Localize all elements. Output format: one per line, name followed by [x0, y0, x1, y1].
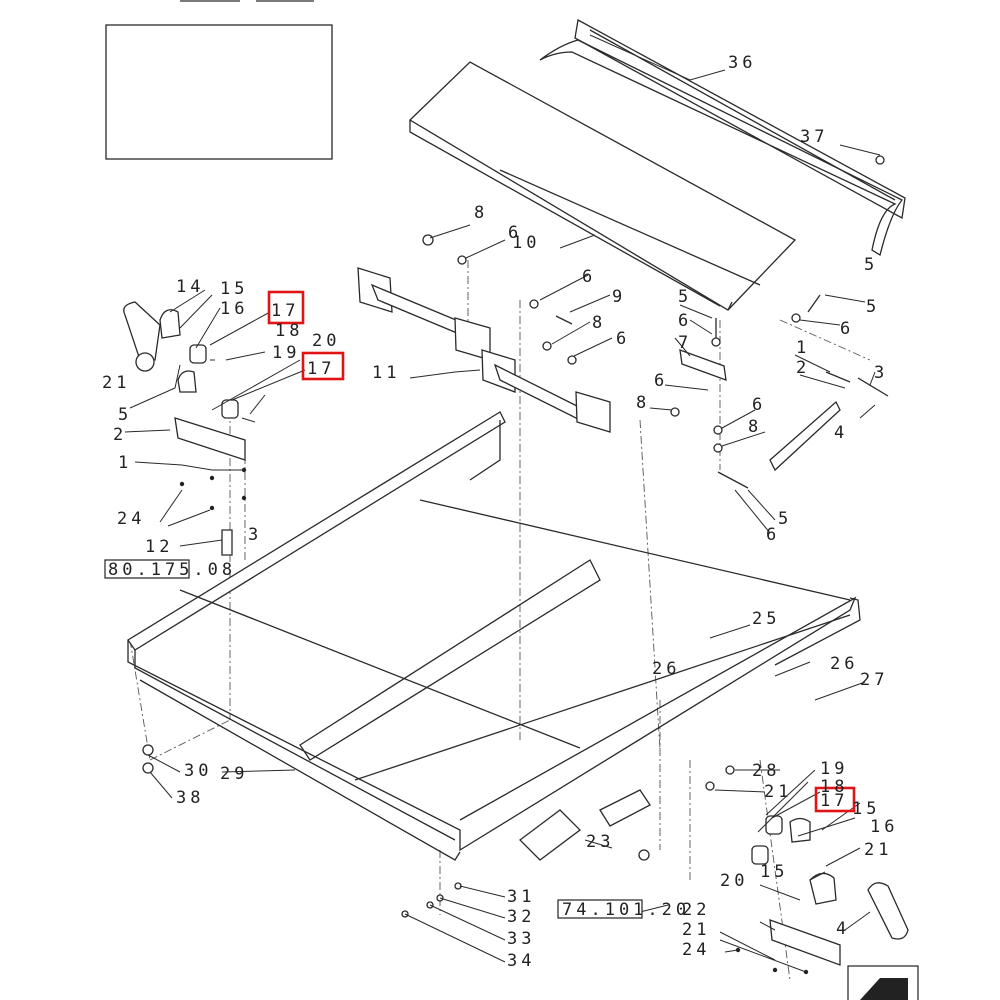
callout-7: 7 [678, 333, 692, 353]
callout-30: 30 [184, 761, 212, 781]
ref-box-left[interactable]: 80.175.08 [104, 559, 236, 580]
callout-23: 23 [586, 832, 614, 852]
callout-5: 5 [864, 255, 878, 275]
highlight-17-upper [267, 290, 305, 325]
navigation-arrow-icon[interactable] [847, 965, 919, 1000]
callout-21: 21 [682, 920, 710, 940]
callout-6: 6 [616, 329, 630, 349]
callout-34: 34 [507, 951, 535, 971]
callout-33: 33 [507, 929, 535, 949]
callout-32: 32 [507, 907, 535, 927]
callout-14: 14 [176, 277, 204, 297]
ref-bottom-text: 74.101.20 [562, 900, 690, 920]
leader-lines [124, 34, 881, 973]
callout-20: 20 [312, 331, 340, 351]
callout-37: 37 [800, 127, 828, 147]
callout-27: 27 [860, 670, 888, 690]
callout-2: 2 [796, 358, 810, 378]
callout-17: 17 [820, 791, 848, 811]
support-beams-part-11 [357, 267, 611, 433]
callout-21: 21 [764, 782, 792, 802]
callout-1: 1 [118, 453, 132, 473]
callout-16: 16 [870, 817, 898, 837]
right-hardware [422, 155, 889, 489]
top-shield-part-10 [408, 61, 797, 311]
callout-21: 21 [102, 373, 130, 393]
callout-16: 16 [220, 299, 248, 319]
callout-24: 24 [682, 940, 710, 960]
callout-15: 15 [852, 799, 880, 819]
callout-5: 5 [118, 405, 132, 425]
callout-36: 36 [728, 53, 756, 73]
ref-box-bottom[interactable]: 74.101.20 [557, 899, 690, 920]
callout-6: 6 [678, 311, 692, 331]
ref-left-text: 80.175.08 [108, 560, 236, 580]
callout-3: 3 [874, 363, 888, 383]
callout-8: 8 [474, 203, 488, 223]
callout-25: 25 [752, 609, 780, 629]
callout-10: 10 [512, 233, 540, 253]
callout-19: 19 [820, 759, 848, 779]
callout-28: 28 [752, 761, 780, 781]
callout-2: 2 [113, 425, 127, 445]
title-box [105, 24, 333, 160]
callout-22: 22 [682, 900, 710, 920]
callout-8: 8 [636, 393, 650, 413]
highlight-17-middle [301, 351, 345, 381]
callout-4: 4 [836, 919, 850, 939]
callout-8: 8 [592, 313, 606, 333]
callout-5: 5 [866, 297, 880, 317]
callout-17: 17 [271, 301, 299, 321]
callout-9: 9 [612, 287, 626, 307]
callout-18: 18 [275, 321, 303, 341]
callout-6: 6 [840, 319, 854, 339]
callout-21: 21 [864, 840, 892, 860]
callout-24: 24 [117, 509, 145, 529]
callout-18: 18 [820, 777, 848, 797]
callout-5: 5 [778, 509, 792, 529]
callout-6: 6 [654, 371, 668, 391]
callout-20: 20 [720, 871, 748, 891]
callout-5: 5 [678, 287, 692, 307]
callout-6: 6 [766, 525, 780, 545]
highlight-17-lower [814, 786, 856, 813]
callout-3: 3 [248, 525, 262, 545]
callout-29: 29 [220, 764, 248, 784]
callout-1: 1 [796, 338, 810, 358]
callout-38: 38 [176, 788, 204, 808]
callout-6: 6 [582, 267, 596, 287]
callout-15: 15 [760, 862, 788, 882]
callout-8: 8 [748, 417, 762, 437]
callout-31: 31 [507, 887, 535, 907]
left-bracket-assembly [123, 301, 256, 556]
main-frame-part-29 [127, 411, 861, 861]
callout-6: 6 [508, 223, 522, 243]
callout-12: 12 [145, 537, 173, 557]
callout-17: 17 [307, 359, 335, 379]
callout-19: 19 [272, 343, 300, 363]
callout-26: 26 [830, 654, 858, 674]
callout-15: 15 [220, 279, 248, 299]
right-bracket-assembly [142, 744, 909, 975]
callout-labels: 36 37 5 8 6 10 14 15 16 17 18 19 20 17 1… [102, 53, 898, 971]
callout-11: 11 [372, 363, 400, 383]
callout-6: 6 [752, 395, 766, 415]
callout-26: 26 [652, 659, 680, 679]
callout-4: 4 [834, 423, 848, 443]
